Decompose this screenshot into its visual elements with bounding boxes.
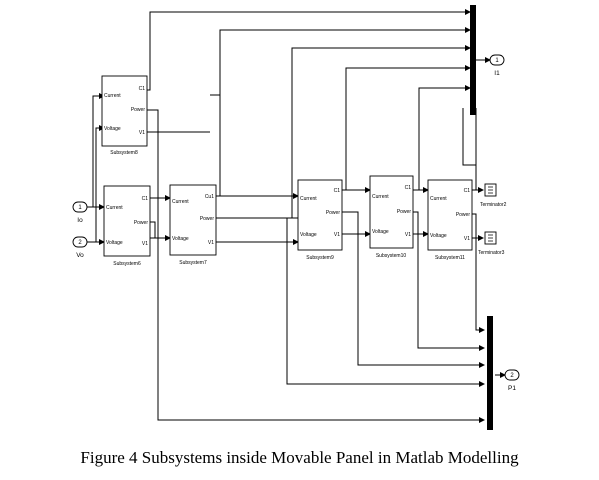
s8-port-current: Current (104, 93, 121, 99)
inport-io-number: 1 (78, 205, 82, 211)
wire-s9-power (342, 211, 485, 368)
s11-port-c1: C1 (464, 188, 471, 194)
wire-s10-power (413, 211, 485, 351)
subsystem11-block[interactable]: Current Voltage C1 Power V1 Subsystem11 (427, 179, 473, 261)
s7-port-power: Power (200, 216, 215, 222)
terminator-2[interactable]: Terminator2 (480, 183, 507, 208)
wire-to-mux1-last (462, 108, 476, 166)
s8-port-c1: C1 (139, 86, 146, 92)
s9-name: Subsystem9 (306, 255, 334, 261)
wire-s7-cu1 (216, 27, 471, 197)
wire-s7-power-up (291, 45, 471, 218)
wire-s7-power-down (286, 218, 485, 387)
s10-port-voltage: Voltage (372, 229, 389, 235)
s10-port-v1: V1 (405, 232, 411, 238)
s8-port-v1: V1 (139, 130, 145, 136)
s11-port-power: Power (456, 212, 471, 218)
s10-name: Subsystem10 (376, 253, 407, 259)
s10-port-c1: C1 (405, 185, 412, 191)
wire-s11-power (472, 213, 485, 333)
outport-i1-number: 1 (495, 58, 499, 64)
s6-port-current: Current (106, 205, 123, 211)
s6-port-c1: C1 (142, 196, 149, 202)
s10-port-current: Current (372, 194, 389, 200)
outport-p1-label: P1 (508, 385, 516, 392)
mux-bar-current (470, 5, 476, 115)
s6-port-voltage: Voltage (106, 240, 123, 246)
wire-s9-up (345, 65, 471, 190)
s11-port-voltage: Voltage (430, 233, 447, 239)
outport-p1-number: 2 (510, 373, 514, 379)
subsystem10-block[interactable]: Current Voltage C1 Power V1 Subsystem10 (369, 175, 414, 259)
s8-name: Subsystem8 (110, 150, 138, 156)
s7-port-voltage: Voltage (172, 236, 189, 242)
terminator-3-label: Terminator3 (478, 250, 505, 256)
outport-p1[interactable]: 2 P1 (504, 369, 520, 392)
wire-io-s8-current (92, 93, 105, 207)
s11-port-current: Current (430, 196, 447, 202)
figure-caption: Figure 4 Subsystems inside Movable Panel… (80, 448, 519, 467)
wire-s8-power (147, 109, 485, 423)
subsystem7-block[interactable]: Current Voltage Cu1 Power V1 Subsystem7 (169, 184, 217, 266)
wire-s10-up (418, 85, 471, 190)
s9-port-voltage: Voltage (300, 232, 317, 238)
wire-s8-c1 (147, 9, 471, 91)
wire-s6-power (150, 221, 156, 238)
s6-port-power: Power (134, 220, 149, 226)
wire-vo-s8-voltage (95, 125, 105, 242)
s8-port-power: Power (131, 107, 146, 113)
s7-name: Subsystem7 (179, 260, 207, 266)
terminator-2-label: Terminator2 (480, 202, 507, 208)
inport-io[interactable]: 1 Io (72, 201, 88, 224)
s9-port-current: Current (300, 196, 317, 202)
s7-port-current: Current (172, 199, 189, 205)
s9-port-c1: C1 (334, 188, 341, 194)
s9-port-v1: V1 (334, 232, 340, 238)
s9-port-power: Power (326, 210, 341, 216)
s11-port-v1: V1 (464, 236, 470, 242)
s7-port-cu1: Cu1 (205, 194, 214, 200)
s10-port-power: Power (397, 209, 412, 215)
mux-bar-power (487, 316, 493, 430)
outport-i1[interactable]: 1 I1 (489, 54, 505, 77)
subsystem6-block[interactable]: Current Voltage C1 Power V1 Subsystem6 (103, 185, 151, 267)
inport-io-label: Io (77, 217, 83, 224)
inport-vo[interactable]: 2 Vo (72, 236, 88, 259)
signal-wires (87, 9, 506, 423)
s6-port-v1: V1 (142, 241, 148, 247)
s6-name: Subsystem6 (113, 261, 141, 267)
outport-i1-label: I1 (494, 70, 500, 77)
s8-port-voltage: Voltage (104, 126, 121, 132)
simulink-diagram: 1 Io 2 Vo 1 I1 2 P1 Terminator2 Terminat… (72, 5, 520, 430)
subsystem8-block[interactable]: Current Voltage C1 Power V1 Subsystem8 (101, 75, 148, 156)
inport-vo-label: Vo (76, 252, 84, 259)
subsystem9-block[interactable]: Current Voltage C1 Power V1 Subsystem9 (297, 179, 343, 261)
s7-port-v1: V1 (208, 240, 214, 246)
inport-vo-number: 2 (78, 240, 82, 246)
terminator-3[interactable]: Terminator3 (478, 231, 505, 256)
s11-name: Subsystem11 (435, 255, 465, 261)
